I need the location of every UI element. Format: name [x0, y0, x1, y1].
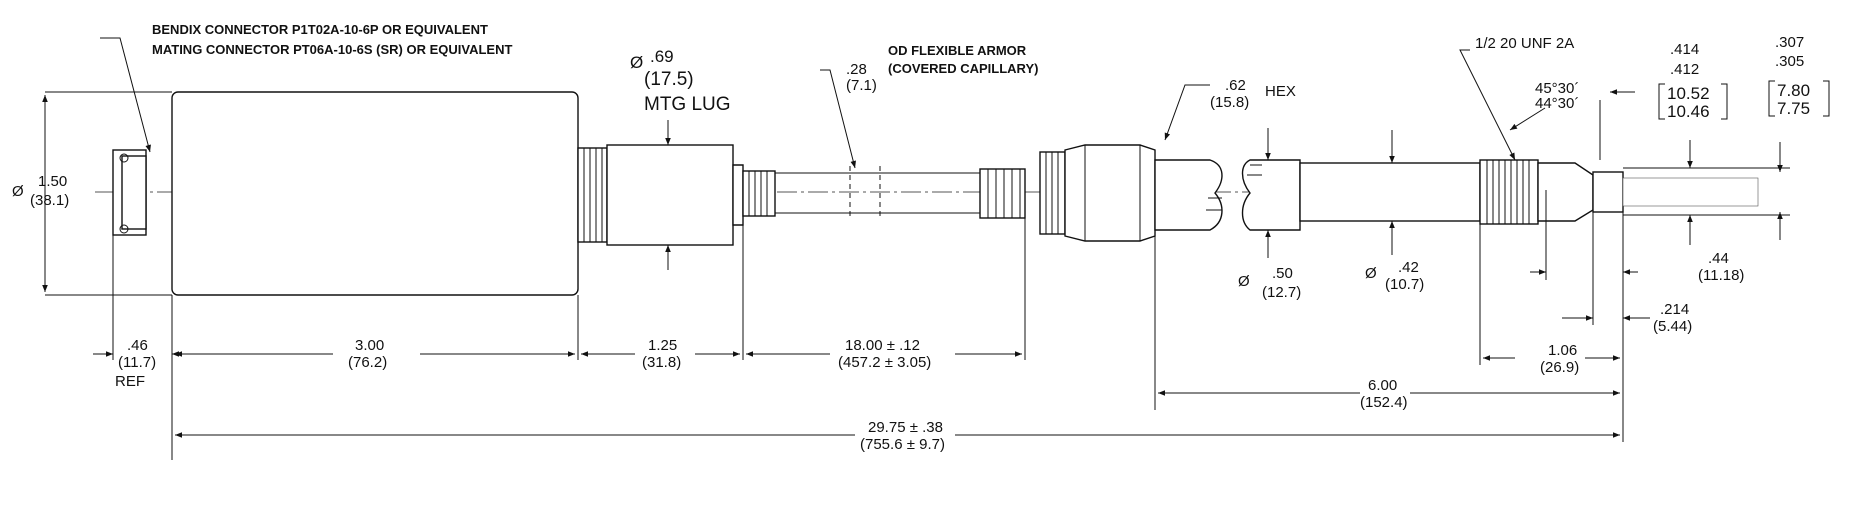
overall-len-in: 29.75 ± .38	[868, 419, 943, 436]
hex-size-mm: (15.8)	[1210, 94, 1249, 111]
tip-body-dia-in: .42	[1398, 259, 1419, 276]
armor-note-line1: OD FLEXIBLE ARMOR	[888, 43, 1027, 58]
mounting-lug	[577, 144, 744, 246]
housing-len-in: 3.00	[355, 337, 384, 354]
connector-len-mm: (11.7)	[118, 354, 156, 371]
sensor-housing	[171, 91, 579, 296]
thread-len-label: 1.06 (26.9)	[1540, 342, 1579, 376]
lug-len-mm: (31.8)	[642, 354, 681, 371]
overall-len-label: 29.75 ± .38 (755.6 ± 9.7)	[860, 419, 945, 453]
bendix-connector	[112, 149, 147, 236]
tip-dia-label: .307 .305 7.80 7.75	[1768, 34, 1830, 118]
connector-note: BENDIX CONNECTOR P1T02A-10-6P OR EQUIVAL…	[152, 22, 512, 57]
thread-label: 1/2 20 UNF 2A	[1475, 35, 1574, 52]
thread-spec: 1/2 20 UNF 2A	[1475, 35, 1574, 52]
bore-dia-mm-min: 10.46	[1667, 102, 1710, 121]
diameter-symbol: Ø	[1238, 273, 1250, 290]
lug-len-label: 1.25 (31.8)	[642, 337, 681, 371]
tip-body-dia-mm: (10.7)	[1385, 276, 1424, 293]
hex-size-in: .62	[1225, 77, 1246, 94]
tip-dia-mm-max: 7.80	[1777, 81, 1810, 100]
armor-dia-in: .28	[846, 61, 867, 78]
thread-len-in: 1.06	[1548, 342, 1577, 359]
tip-dia-mm-min: 7.75	[1777, 99, 1810, 118]
extension-lines	[45, 91, 1790, 460]
armor-dia-mm: (7.1)	[846, 77, 877, 94]
chamfer-angle-min: 44°30´	[1535, 95, 1579, 112]
diameter-symbol: Ø	[1365, 265, 1377, 282]
ref-label: REF	[115, 373, 145, 390]
body-dia-in: 1.50	[38, 173, 67, 190]
tip-len-mm: (5.44)	[1653, 318, 1692, 335]
diameter-symbol: Ø	[12, 183, 24, 200]
tip-dia-max: .307	[1775, 34, 1804, 51]
snout-len-in: 6.00	[1368, 377, 1397, 394]
shoulder-len-mm: (11.18)	[1698, 267, 1744, 284]
bore-dia-label: .414 .412 10.52 10.46	[1658, 41, 1728, 121]
hex-label-text: HEX	[1265, 83, 1296, 100]
tip-len-label: .214 (5.44)	[1653, 301, 1692, 335]
probe-body	[1299, 159, 1759, 225]
body-dia-mm: (38.1)	[30, 192, 69, 209]
snout-len-mm: (152.4)	[1360, 394, 1408, 411]
bore-dia-min: .412	[1670, 61, 1699, 78]
lug-len-in: 1.25	[648, 337, 677, 354]
housing-len-mm: (76.2)	[348, 354, 387, 371]
stem-dia-mm: (12.7)	[1262, 284, 1301, 301]
armor-len-mm: (457.2 ± 3.05)	[838, 354, 931, 371]
probe-stem-break	[1154, 159, 1301, 231]
body-dia-label: Ø 1.50 (38.1)	[12, 173, 69, 209]
diameter-symbol: Ø	[630, 53, 643, 72]
bore-dia-max: .414	[1670, 41, 1699, 58]
hex-label: .62 (15.8) HEX	[1210, 77, 1296, 111]
armor-len-label: 18.00 ± .12 (457.2 ± 3.05)	[838, 337, 931, 371]
dimension-lines	[42, 37, 1783, 438]
lug-dia-mm: (17.5)	[644, 69, 694, 90]
mtg-lug-label: MTG LUG	[644, 94, 731, 115]
connector-note-line2: MATING CONNECTOR PT06A-10-6S (SR) OR EQU…	[152, 42, 512, 57]
armor-dia-label: .28 (7.1) OD FLEXIBLE ARMOR (COVERED CAP…	[846, 43, 1038, 94]
tip-dia-min: .305	[1775, 53, 1804, 70]
lug-dia-label: Ø .69 (17.5) MTG LUG	[630, 47, 731, 115]
armor-len-in: 18.00 ± .12	[845, 337, 920, 354]
armor-note-line2: (COVERED CAPILLARY)	[888, 61, 1038, 76]
snout-len-label: 6.00 (152.4)	[1360, 377, 1408, 411]
chamfer-angle-max: 45°30´	[1535, 80, 1579, 97]
stem-dia-in: .50	[1272, 265, 1293, 282]
tip-body-dia-label: Ø .42 (10.7)	[1365, 259, 1424, 293]
stem-dia-label: Ø .50 (12.7)	[1238, 265, 1301, 301]
flexible-armor-cable	[742, 166, 1026, 220]
connector-note-line1: BENDIX CONNECTOR P1T02A-10-6P OR EQUIVAL…	[152, 22, 488, 37]
bore-dia-mm-max: 10.52	[1667, 84, 1710, 103]
connector-len-in: .46	[127, 337, 148, 354]
lug-dia-in: .69	[650, 47, 674, 66]
hex-fitting	[1039, 144, 1156, 242]
thread-len-mm: (26.9)	[1540, 359, 1579, 376]
chamfer-angle-label: 45°30´ 44°30´	[1535, 80, 1579, 112]
shoulder-len-in: .44	[1708, 250, 1729, 267]
housing-len-label: 3.00 (76.2)	[348, 337, 387, 371]
overall-len-mm: (755.6 ± 9.7)	[860, 436, 945, 453]
shoulder-len-label: .44 (11.18)	[1698, 250, 1744, 284]
connector-len-label: .46 (11.7) REF	[115, 337, 156, 390]
tip-len-in: .214	[1660, 301, 1689, 318]
